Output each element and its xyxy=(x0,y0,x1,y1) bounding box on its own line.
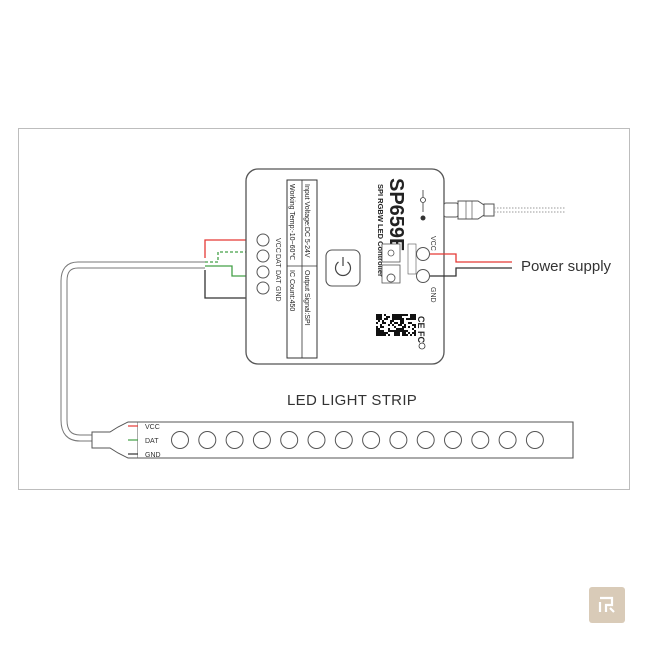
spec-output-signal: Output Signal:SPI xyxy=(303,270,310,326)
spec-ic-count: IC Count:450 xyxy=(288,270,295,311)
watermark-icon xyxy=(598,596,615,613)
led-dot xyxy=(252,431,271,449)
led-dot xyxy=(444,431,462,449)
power-wire-red xyxy=(430,253,512,263)
cert-marks: CE FC xyxy=(416,316,426,344)
led-dot xyxy=(416,431,435,449)
led-dot xyxy=(307,431,326,449)
output-pin-dat1 xyxy=(256,249,270,263)
strip-pin-label-gnd: GND xyxy=(145,452,161,459)
wire-dat1-green-dashed xyxy=(205,251,268,263)
power-pin-gnd xyxy=(416,269,430,283)
led-dot xyxy=(498,431,517,449)
output-pin-vcc xyxy=(256,233,270,247)
led-dot xyxy=(198,431,217,449)
wifi-label-icon xyxy=(407,243,417,275)
qr-code-right xyxy=(394,314,416,336)
power-pin-vcc xyxy=(416,247,430,261)
power-pin-label-gnd: GND xyxy=(429,287,436,303)
output-pin-label-dat2: DAT xyxy=(274,270,281,284)
spec-input-voltage: Input Voltage:DC 5-24V xyxy=(303,184,310,258)
led-dot xyxy=(280,431,299,449)
led-strip-body xyxy=(138,421,574,459)
led-dot xyxy=(171,431,189,449)
strip-pin-label-vcc: VCC xyxy=(145,424,160,431)
led-strip-label: LED LIGHT STRIP xyxy=(287,392,418,409)
main-cable-inner xyxy=(61,262,205,441)
strip-pin-label-dat: DAT xyxy=(145,438,159,445)
output-pin-label-dat1: DAT xyxy=(274,254,281,268)
led-dot xyxy=(362,431,381,449)
power-wire-dark xyxy=(430,267,512,277)
power-button[interactable] xyxy=(325,249,361,287)
led-group xyxy=(171,431,544,449)
led-dot xyxy=(334,431,353,449)
output-pin-gnd xyxy=(256,281,270,295)
power-supply-label: Power supply xyxy=(521,258,612,275)
dc-polarity-icon xyxy=(420,190,426,221)
watermark-logo xyxy=(589,587,625,623)
dc-jack xyxy=(443,200,495,220)
controller-subtitle: SPI RGBW LED Controller xyxy=(376,184,385,277)
diagram-frame xyxy=(18,128,630,490)
controller-model: SP659E xyxy=(385,178,407,251)
power-icon xyxy=(334,257,352,277)
light-pattern-icon xyxy=(381,243,401,263)
main-cable-outer xyxy=(60,261,205,442)
output-pin-label-gnd: GND xyxy=(274,286,281,302)
led-dot xyxy=(389,431,408,449)
power-pin-label-vcc: VCC xyxy=(429,236,436,251)
output-pin-dat2 xyxy=(256,265,270,279)
led-dot xyxy=(225,431,244,449)
recycle-icon xyxy=(418,342,426,350)
led-dot xyxy=(471,431,490,449)
spec-working-temp: Working Temp:-10~60℃ xyxy=(288,184,295,260)
led-dot xyxy=(525,431,544,449)
output-pin-label-vcc: VCC xyxy=(274,238,281,253)
